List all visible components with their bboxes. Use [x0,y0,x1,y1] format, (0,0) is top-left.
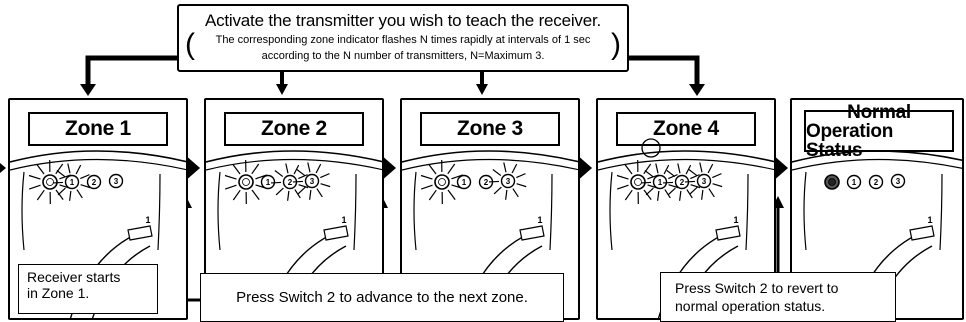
panel-title-zone-3: Zone 3 [420,112,560,146]
panel-title-zone-1: Zone 1 [28,112,168,146]
panel-title-normal-operation: Normal Operation Status [804,103,954,160]
arrow-entry-stub [0,163,6,173]
arrowhead-zone1 [80,84,96,96]
arrow-banner-to-zone1 [85,55,177,88]
svg-text:1: 1 [341,215,346,225]
svg-text:2: 2 [680,178,685,187]
arrowhead-zone2 [276,84,288,95]
arrowhead-zone4 [689,84,705,96]
arrowhead-zone3 [476,84,488,95]
revert-line-1: Press Switch 2 to revert to [675,280,839,296]
revert-line-2: normal operation status. [675,298,826,314]
svg-text:3: 3 [114,177,119,186]
svg-text:1: 1 [733,215,738,225]
title-line-normal: Normal [847,101,911,123]
receiver-device-drawing: 1 1 2 3 [206,150,382,318]
revert-note: Press Switch 2 to revert to normal opera… [660,272,896,322]
svg-text:1: 1 [266,178,271,187]
banner-paren-close: ) [611,28,621,61]
banner-sub-line-1: The corresponding zone indicator flashes… [215,34,591,46]
title-line-operation-status: Operation Status [806,120,894,161]
advance-zone-note: Press Switch 2 to advance to the next zo… [200,273,564,322]
svg-text:2: 2 [484,178,489,187]
svg-text:1: 1 [70,178,75,187]
panel-title-zone-2: Zone 2 [224,112,364,146]
banner-sub-line-2: according to the N number of transmitter… [261,50,545,62]
banner-paren-open: ( [185,28,195,61]
svg-text:2: 2 [874,178,879,187]
arrow-banner-to-zone4 [629,55,700,88]
svg-text:1: 1 [462,178,467,187]
svg-text:3: 3 [702,177,707,186]
receiver-start-line-1: Receiver starts [27,269,121,285]
svg-text:1: 1 [145,215,150,225]
instruction-banner: Activate the transmitter you wish to tea… [177,4,629,72]
svg-text:2: 2 [288,178,293,187]
advance-zone-text: Press Switch 2 to advance to the next zo… [236,288,528,306]
svg-text:2: 2 [92,178,97,187]
receiver-start-line-2: in Zone 1. [27,285,90,301]
svg-text:1: 1 [537,215,542,225]
panel-title-zone-4: Zone 4 [616,112,756,146]
svg-text:3: 3 [896,177,901,186]
svg-text:3: 3 [310,177,315,186]
svg-text:1: 1 [852,178,857,187]
receiver-start-note: Receiver starts in Zone 1. [18,264,158,314]
feedback-line-to-zone2 [184,206,200,302]
svg-text:1: 1 [927,215,932,225]
zone4-highlight-circle [641,138,661,158]
banner-main-text: Activate the transmitter you wish to tea… [204,11,602,30]
svg-text:3: 3 [506,177,511,186]
svg-text:1: 1 [658,178,663,187]
